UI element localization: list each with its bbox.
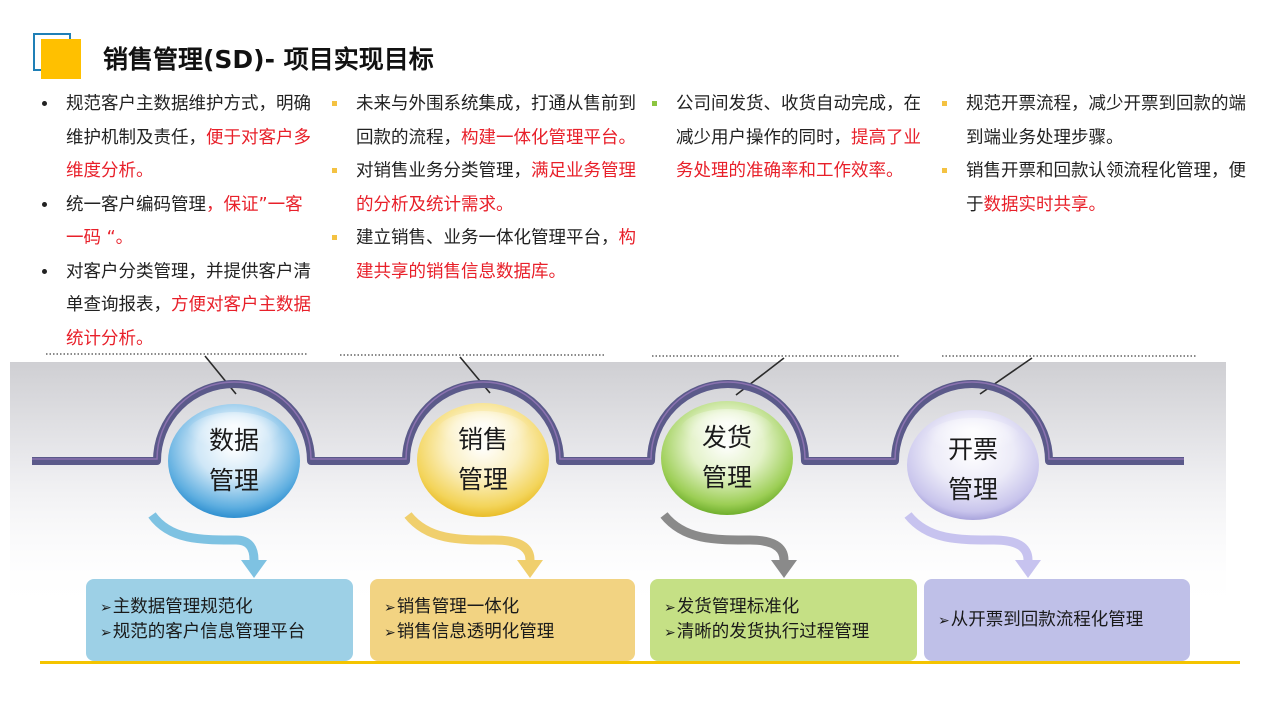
arrowhead-1 (241, 560, 267, 578)
node-label-sales-management: 销售 管理 (457, 425, 508, 494)
result-box-invoicing: 从开票到回款流程化管理 (924, 579, 1190, 661)
dotted-separators (46, 353, 1196, 357)
arrow-to-box-2 (404, 512, 535, 561)
goal-item: 对销售业务分类管理，满足业务管理的分析及统计需求。 (330, 155, 640, 222)
goal-item: 建立销售、业务一体化管理平台，构建共享的销售信息数据库。 (330, 222, 640, 289)
result-box-master-data: 主数据管理规范化 规范的客户信息管理平台 (86, 579, 353, 661)
result-box-shipping: 发货管理标准化 清晰的发货执行过程管理 (650, 579, 917, 661)
goal-item: 统一客户编码管理，保证”一客一码 “。 (40, 189, 320, 256)
node-label-invoice-management: 开票 管理 (947, 435, 998, 504)
node-invoice-management (907, 410, 1039, 520)
track-highlight (32, 381, 1184, 460)
arrow-to-box-4 (904, 512, 1033, 561)
goal-item: 规范开票流程，减少开票到回款的端到端业务处理步骤。 (940, 88, 1250, 155)
node-data-management (168, 404, 300, 518)
arrowhead-3 (771, 560, 797, 578)
bottom-divider-line (40, 661, 1240, 664)
arrowhead-4 (1015, 560, 1041, 578)
goal-item: 公司间发货、收货自动完成，在减少用户操作的同时，提高了业务处理的准确率和工作效率… (650, 88, 932, 189)
node-label-shipping-management: 发货 管理 (701, 423, 752, 492)
arrowhead-2 (517, 560, 543, 578)
node-sales-management (417, 403, 549, 517)
goal-item: 销售开票和回款认领流程化管理，便于数据实时共享。 (940, 155, 1250, 222)
node-shipping-management (661, 401, 793, 515)
arrow-to-box-1 (148, 512, 259, 561)
process-track (32, 380, 1184, 465)
page-title: 销售管理(SD)- 项目实现目标 (103, 45, 434, 74)
result-box-sales: 销售管理一体化 销售信息透明化管理 (370, 579, 635, 661)
goal-column-sales: 未来与外围系统集成，打通从售前到回款的流程，构建一体化管理平台。 对销售业务分类… (330, 88, 640, 289)
node-label-data-management: 数据 管理 (208, 426, 259, 495)
goal-column-master-data: 规范客户主数据维护方式，明确维护机制及责任，便于对客户多维度分析。 统一客户编码… (40, 88, 320, 356)
logo-yellow-square (41, 39, 81, 79)
goal-item: 未来与外围系统集成，打通从售前到回款的流程，构建一体化管理平台。 (330, 88, 640, 155)
goal-item: 规范客户主数据维护方式，明确维护机制及责任，便于对客户多维度分析。 (40, 88, 320, 189)
goal-column-shipping: 公司间发货、收货自动完成，在减少用户操作的同时，提高了业务处理的准确率和工作效率… (650, 88, 932, 189)
goal-item: 对客户分类管理，并提供客户清单查询报表，方便对客户主数据统计分析。 (40, 256, 320, 357)
goal-column-invoicing: 规范开票流程，减少开票到回款的端到端业务处理步骤。 销售开票和回款认领流程化管理… (940, 88, 1250, 222)
arrow-to-box-3 (660, 512, 789, 561)
